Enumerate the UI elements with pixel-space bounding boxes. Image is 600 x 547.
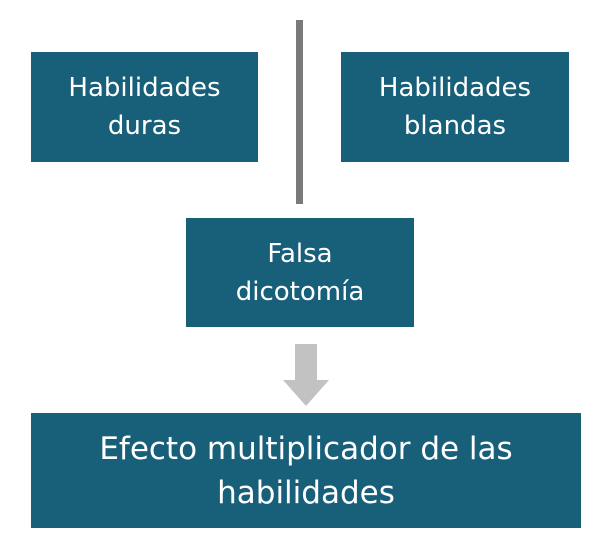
soft-skills-line-1: Habilidades: [378, 73, 532, 103]
multiplier-effect-line-1: Efecto multiplicador de las: [99, 430, 513, 467]
false-dichotomy-line-2: dicotomía: [235, 276, 365, 307]
hard-skills-line-1: Habilidades: [68, 73, 221, 103]
false-dichotomy-line-1: Falsa: [267, 238, 333, 269]
hard-skills-line-2: duras: [107, 111, 182, 141]
multiplier-effect-box: Efecto multiplicador de las habilidades: [31, 413, 581, 528]
soft-skills-line-2: blandas: [403, 111, 507, 141]
false-dichotomy-box: Falsa dicotomía: [186, 218, 414, 327]
vertical-divider-line: [296, 20, 303, 204]
soft-skills-box: Habilidades blandas: [341, 52, 569, 162]
down-arrow-icon: [283, 344, 329, 406]
hard-skills-box: Habilidades duras: [31, 52, 258, 162]
multiplier-effect-line-2: habilidades: [217, 474, 395, 511]
